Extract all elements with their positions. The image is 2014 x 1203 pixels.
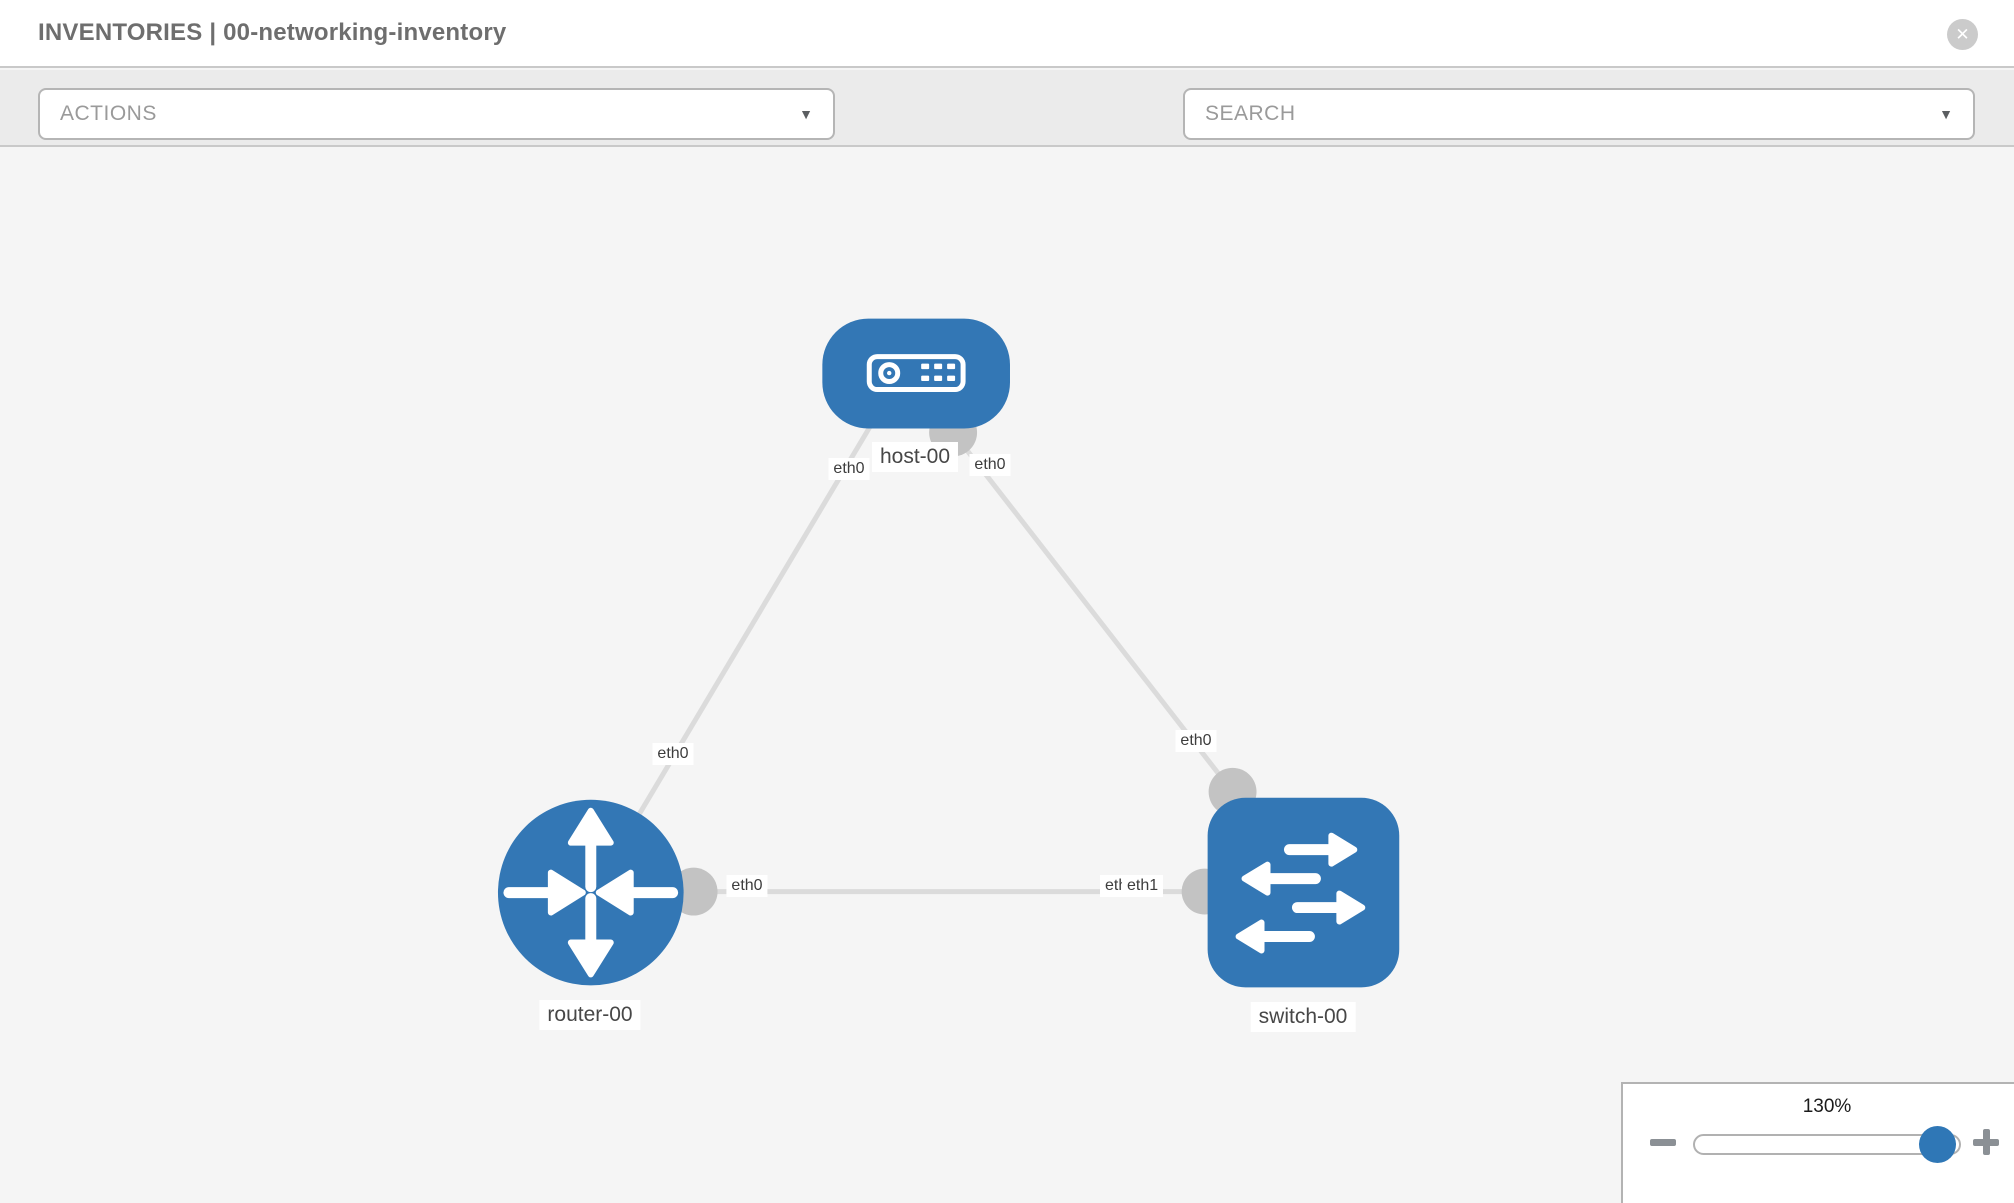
actions-dropdown-label: ACTIONS [60,102,157,125]
port-label: eth1 [1122,875,1164,897]
actions-dropdown[interactable]: ACTIONS ▼ [38,88,835,140]
close-icon: ✕ [1955,25,1970,44]
zoom-out-button[interactable] [1649,1128,1677,1156]
router-arrows-icon [503,807,679,978]
chevron-down-icon: ▼ [799,106,813,122]
close-button[interactable]: ✕ [1947,19,1978,50]
zoom-slider-track[interactable] [1693,1126,1961,1163]
window-header: INVENTORIES | 00-networking-inventory ✕ [0,0,2014,68]
search-dropdown-label: SEARCH [1205,102,1296,125]
switch-arrows-icon [1235,832,1366,954]
node-label-switch: switch-00 [1250,1002,1356,1032]
link-host-router[interactable] [610,408,883,860]
port-label: eth0 [652,743,694,765]
zoom-slider-thumb[interactable] [1919,1126,1956,1163]
port-label: eth0 [1175,730,1217,752]
node-label-host: host-00 [871,442,959,472]
chevron-down-icon: ▼ [1939,106,1953,122]
port-label: eth0 [969,454,1011,476]
page-title: INVENTORIES | 00-networking-inventory [38,19,507,46]
search-dropdown[interactable]: SEARCH ▼ [1183,88,1975,140]
zoom-control-panel: 130% [1621,1082,2014,1203]
topology-graph [497,318,1400,988]
node-host[interactable] [822,318,1010,429]
toolbar: ACTIONS ▼ SEARCH ▼ [0,70,2014,197]
zoom-level-value: 130% [1802,1096,1852,1117]
server-icon [866,354,966,393]
node-label-router: router-00 [539,1000,641,1030]
port-label: eth0 [726,875,768,897]
port-label: eth0 [828,458,870,480]
topology-canvas[interactable]: host-00 eth0 eth0 eth0 eth0 eth0 eth0 et… [0,149,2014,1200]
node-switch[interactable] [1207,797,1400,988]
node-router[interactable] [497,799,684,986]
zoom-in-button[interactable] [1972,1128,2000,1156]
